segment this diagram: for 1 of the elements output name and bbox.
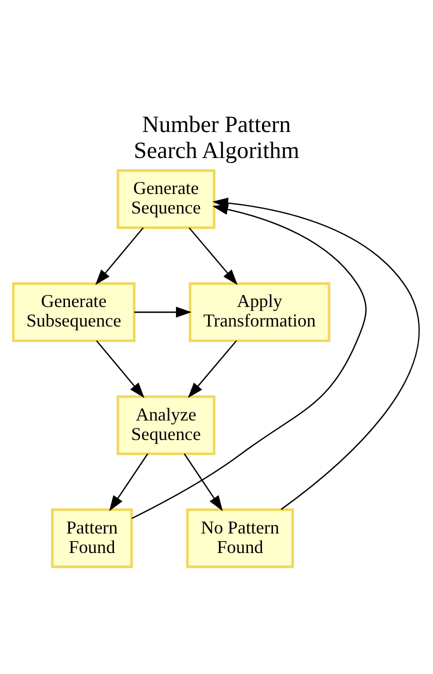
diagram-title: Number Pattern Search Algorithm xyxy=(134,112,300,164)
